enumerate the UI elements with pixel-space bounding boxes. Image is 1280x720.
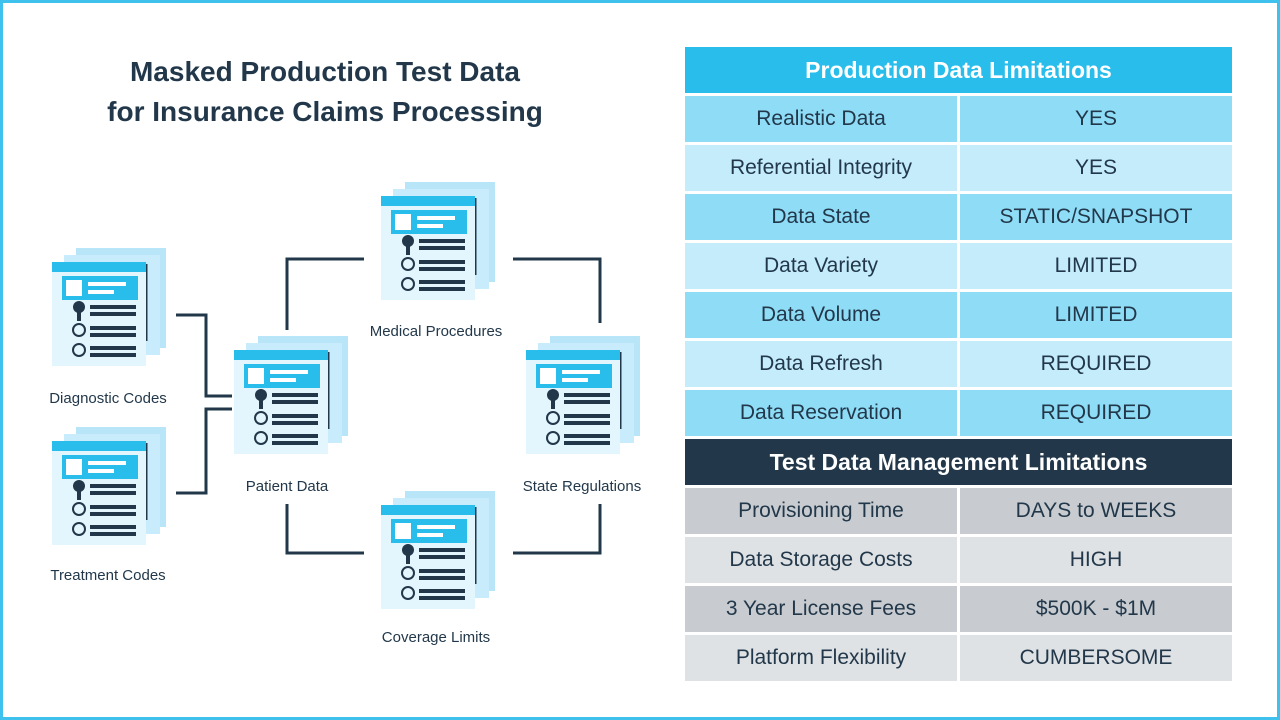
row-label: Data State (685, 194, 957, 240)
row-label: Data Reservation (685, 390, 957, 436)
row-value: DAYS to WEEKS (960, 488, 1232, 534)
edge-treatment-patient (176, 407, 232, 495)
row-label: Provisioning Time (685, 488, 957, 534)
tdm-table-header: Test Data Management Limitations (685, 439, 1232, 485)
edge-patient-medical (285, 257, 364, 330)
table-row: Data Refresh REQUIRED (685, 341, 1232, 387)
table-row: 3 Year License Fees $500K - $1M (685, 586, 1232, 632)
table-row: Platform Flexibility CUMBERSOME (685, 635, 1232, 681)
production-table-body: Realistic Data YES Referential Integrity… (685, 96, 1232, 436)
row-value: YES (960, 96, 1232, 142)
treatment-codes-document-icon (52, 427, 166, 545)
page-title: Masked Production Test Data for Insuranc… (40, 52, 610, 132)
production-table-header: Production Data Limitations (685, 47, 1232, 93)
node-label-coverage: Coverage Limits (381, 629, 491, 646)
table-row: Data Reservation REQUIRED (685, 390, 1232, 436)
diagnostic-codes-document-icon (52, 248, 166, 366)
edge-medical-state (513, 257, 602, 323)
edge-coverage-state (513, 504, 602, 555)
limitations-tables: Production Data Limitations Realistic Da… (685, 47, 1232, 684)
row-value: REQUIRED (960, 341, 1232, 387)
edge-patient-coverage (285, 504, 364, 555)
state-regulations-document-icon (526, 336, 640, 454)
patient-data-document-icon (234, 336, 348, 454)
row-value: YES (960, 145, 1232, 191)
edge-diagnostic-patient (176, 313, 232, 398)
row-label: Data Refresh (685, 341, 957, 387)
node-label-diagnostic: Diagnostic Codes (49, 390, 167, 407)
coverage-limits-document-icon (381, 491, 495, 609)
table-row: Referential Integrity YES (685, 145, 1232, 191)
diagram-connectors (176, 257, 602, 555)
row-value: STATIC/SNAPSHOT (960, 194, 1232, 240)
row-label: Data Storage Costs (685, 537, 957, 583)
node-label-state: State Regulations (522, 478, 642, 495)
row-label: Data Variety (685, 243, 957, 289)
row-label: Platform Flexibility (685, 635, 957, 681)
row-label: Referential Integrity (685, 145, 957, 191)
row-value: HIGH (960, 537, 1232, 583)
row-value: $500K - $1M (960, 586, 1232, 632)
row-label: Data Volume (685, 292, 957, 338)
row-value: REQUIRED (960, 390, 1232, 436)
row-value: LIMITED (960, 243, 1232, 289)
table-row: Realistic Data YES (685, 96, 1232, 142)
node-label-patient: Patient Data (245, 478, 329, 495)
row-value: CUMBERSOME (960, 635, 1232, 681)
row-value: LIMITED (960, 292, 1232, 338)
tdm-table-body: Provisioning Time DAYS to WEEKS Data Sto… (685, 488, 1232, 681)
table-row: Provisioning Time DAYS to WEEKS (685, 488, 1232, 534)
row-label: 3 Year License Fees (685, 586, 957, 632)
table-row: Data State STATIC/SNAPSHOT (685, 194, 1232, 240)
table-row: Data Variety LIMITED (685, 243, 1232, 289)
title-line-1: Masked Production Test Data (129, 56, 520, 87)
table-row: Data Volume LIMITED (685, 292, 1232, 338)
node-label-treatment: Treatment Codes (50, 567, 166, 584)
table-row: Data Storage Costs HIGH (685, 537, 1232, 583)
node-label-medical: Medical Procedures (369, 323, 503, 340)
title-line-2: for Insurance Claims Processing (107, 96, 543, 127)
medical-procedures-document-icon (381, 182, 495, 300)
row-label: Realistic Data (685, 96, 957, 142)
